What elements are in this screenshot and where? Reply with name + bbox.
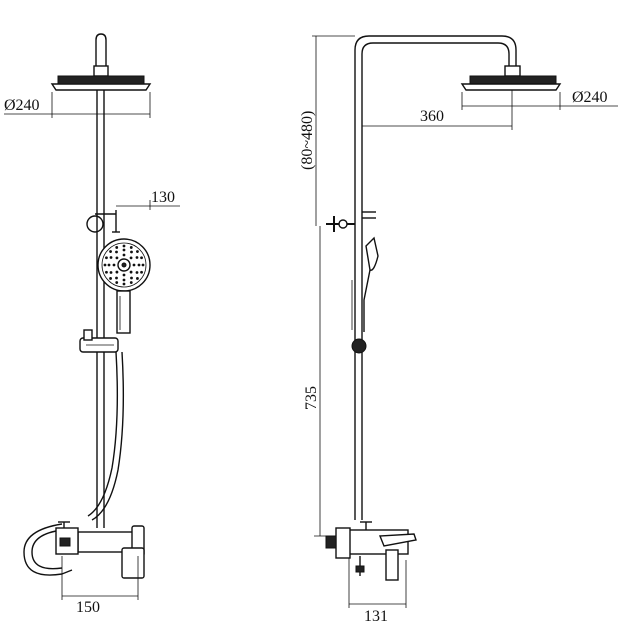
nozzle-dot	[103, 263, 107, 267]
side-hand-shower	[365, 236, 379, 271]
nozzle-dot	[115, 246, 119, 249]
nozzle-dot	[136, 277, 139, 280]
nozzle-dot	[109, 256, 113, 259]
front-view: Ø240 130	[4, 33, 180, 616]
nozzle-dot	[115, 256, 119, 260]
side-head-diameter-label: Ø240	[572, 89, 608, 106]
nozzle-dot	[112, 263, 116, 267]
nozzle-dot	[129, 281, 133, 284]
nozzle-dot	[130, 276, 133, 280]
nozzle-dot	[129, 270, 133, 274]
front-shower-head-plate	[57, 75, 145, 85]
side-base-depth-label: 131	[364, 608, 388, 625]
side-view: (80~480) 360 Ø240 735	[299, 35, 618, 625]
nozzle-dot	[122, 244, 126, 248]
side-riser-arm-outer	[354, 35, 517, 520]
front-hand-shower-nozzles	[103, 244, 145, 286]
side-mixer-lever	[385, 549, 399, 581]
nozzle-dot	[122, 248, 126, 252]
nozzle-dot	[130, 250, 133, 254]
nozzle-dot	[105, 270, 108, 274]
nozzle-dot	[141, 263, 145, 267]
nozzle-dot	[115, 281, 119, 284]
nozzle-dot	[136, 250, 139, 253]
nozzle-dot	[122, 278, 126, 282]
side-riser-adjust-label: (80~480)	[299, 111, 316, 170]
side-slide-knob	[351, 338, 367, 354]
front-mixer-lever	[121, 547, 145, 579]
nozzle-dot	[135, 271, 139, 274]
nozzle-dot	[129, 246, 133, 249]
nozzle-dot	[129, 256, 133, 260]
nozzle-dot	[109, 271, 113, 274]
front-hose	[91, 351, 125, 521]
side-shower-head-plate	[469, 75, 557, 85]
front-head-connector	[93, 65, 109, 77]
side-riser-arm-inner	[361, 42, 510, 520]
nozzle-dot	[122, 273, 126, 277]
nozzle-dot	[115, 250, 118, 254]
nozzle-dot	[140, 256, 143, 260]
front-holder-knob	[86, 215, 104, 233]
nozzle-dot	[132, 263, 136, 267]
nozzle-dot	[135, 256, 139, 259]
front-hand-shower-handle	[116, 290, 131, 334]
nozzle-dot	[105, 256, 108, 260]
nozzle-dot	[109, 277, 112, 280]
nozzle-dot	[140, 270, 143, 274]
front-riser-top-stub	[95, 33, 107, 72]
front-handshower-offset-label: 130	[151, 189, 175, 206]
nozzle-dot	[122, 282, 126, 286]
front-shower-head	[50, 83, 152, 91]
side-shower-head	[460, 83, 562, 91]
nozzle-dot	[122, 253, 126, 257]
side-height-label: 735	[303, 386, 320, 410]
nozzle-dot	[115, 276, 118, 280]
side-spout	[378, 533, 417, 547]
front-head-diameter-label: Ø240	[4, 97, 40, 114]
nozzle-dot	[137, 263, 141, 267]
nozzle-dot	[115, 270, 119, 274]
nozzle-dot	[109, 250, 112, 253]
front-base-width-label: 150	[76, 599, 100, 616]
side-arm-reach-label: 360	[420, 108, 444, 125]
nozzle-dot	[107, 263, 111, 267]
